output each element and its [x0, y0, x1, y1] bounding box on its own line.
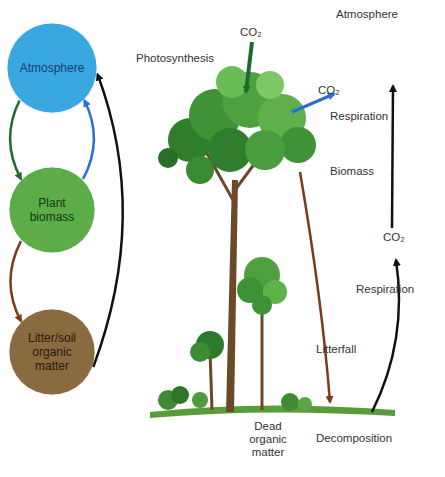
- pool-circle: Litter/soil organic matter: [8, 308, 96, 396]
- process-label: CO₂: [383, 231, 405, 244]
- pool-circle: Plant biomass: [8, 166, 96, 254]
- process-label: Biomass: [330, 165, 374, 178]
- process-label: Photosynthesis: [136, 52, 214, 65]
- pool-circle: Atmosphere: [6, 22, 98, 114]
- process-label: CO₂: [318, 84, 340, 97]
- pool-name: Plant biomass: [22, 196, 82, 224]
- process-label: Dead organic matter: [240, 420, 296, 459]
- pool-name: Litter/soil organic matter: [20, 331, 84, 373]
- process-label: Litterfall: [316, 343, 356, 356]
- process-label: Atmosphere: [336, 8, 398, 21]
- flow-arrow: [83, 101, 94, 179]
- process-label: Respiration: [356, 283, 414, 296]
- pool-name: Atmosphere: [12, 61, 92, 75]
- flow-arrow: [10, 101, 21, 179]
- process-label: Respiration: [330, 110, 388, 123]
- flow-arrow: [93, 74, 122, 367]
- flow-arrow: [10, 241, 20, 321]
- process-label: CO₂: [240, 26, 262, 39]
- process-label: Decomposition: [316, 432, 392, 445]
